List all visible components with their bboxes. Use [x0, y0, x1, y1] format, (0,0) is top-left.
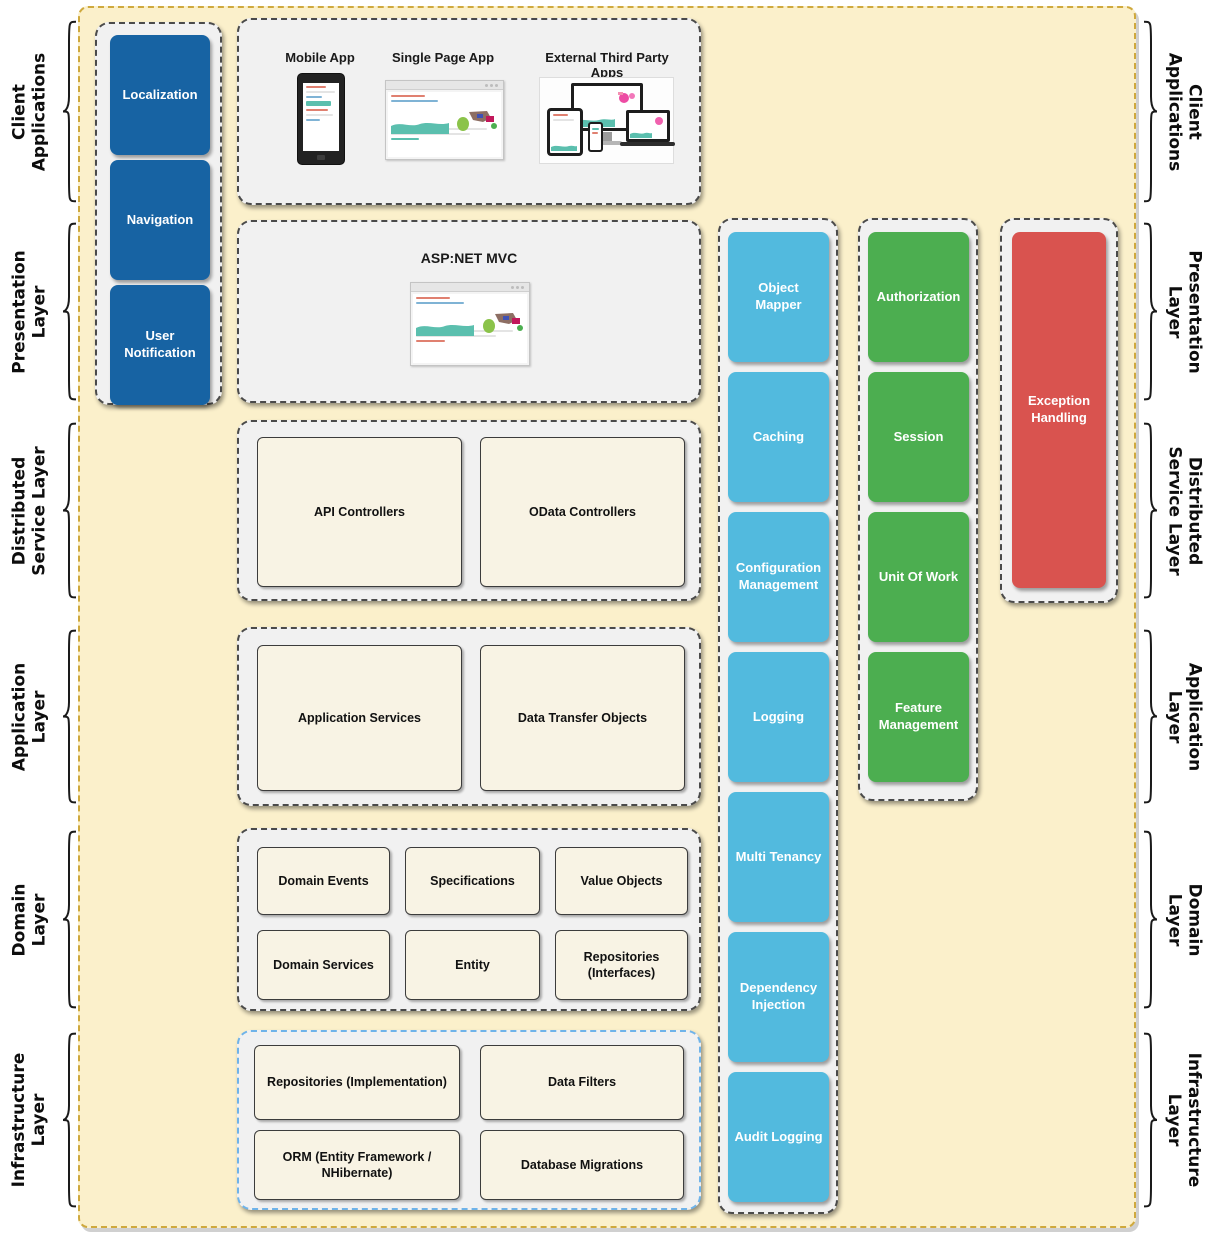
exception-handling-box: Exception Handling [1012, 232, 1106, 588]
layer-label-left-infrastructure: Infrastructure Layer [9, 1052, 49, 1188]
brace-right-4 [1140, 627, 1160, 806]
monitor-base [592, 141, 622, 145]
layer-label-left-presentation: Presentation Layer [9, 249, 49, 374]
user-notification-box: User Notification [110, 285, 210, 405]
dependency-injection-box: Dependency Injection [728, 932, 829, 1062]
brace-left-6 [60, 1030, 80, 1210]
brace-left-4 [60, 627, 80, 806]
session-box: Session [868, 372, 969, 502]
repositories-implementation-box: Repositories (Implementation) [254, 1045, 460, 1120]
browser-content [388, 92, 501, 157]
distributed-service-layer-panel: API Controllers OData Controllers [237, 420, 701, 601]
monitor-graphic [571, 83, 643, 131]
cross-cutting-column-3: Exception Handling [1000, 218, 1118, 603]
data-filters-box: Data Filters [480, 1045, 684, 1120]
single-page-app-label: Single Page App [391, 50, 495, 65]
brace-right-2 [1140, 220, 1160, 403]
mobile-app-image [297, 73, 345, 165]
domain-events-box: Domain Events [257, 847, 390, 915]
browser-toolbar [386, 81, 503, 90]
laptop-screen [626, 110, 670, 142]
domain-layer-panel: Domain Events Specifications Value Objec… [237, 828, 701, 1011]
application-layer-panel: Application Services Data Transfer Objec… [237, 627, 701, 806]
area-chart-graphic [391, 123, 449, 134]
brace-left-5 [60, 828, 80, 1011]
brace-right-3 [1140, 420, 1160, 601]
layer-label-right-infrastructure: Infrastructure Layer [1164, 1052, 1204, 1188]
world-map-graphic [457, 111, 497, 131]
brace-right-6 [1140, 1030, 1160, 1210]
layer-label-left-distributed-service: Distributed Service Layer [9, 445, 49, 576]
caching-box: Caching [728, 372, 829, 502]
brace-left-2 [60, 220, 80, 403]
phone-body [297, 73, 345, 165]
repositories-interfaces-box: Repositories (Interfaces) [555, 930, 688, 1000]
layer-label-right-distributed-service: Distributed Service Layer [1164, 445, 1204, 576]
brace-right-1 [1140, 18, 1160, 205]
phone-screen [303, 83, 339, 151]
laptop-base [620, 142, 675, 146]
monitor-stand [602, 132, 612, 141]
external-apps-label: External Third Party Apps [545, 50, 669, 80]
feature-management-box: Feature Management [868, 652, 969, 782]
entity-box: Entity [405, 930, 540, 1000]
configuration-management-box: Configuration Management [728, 512, 829, 642]
authorization-box: Authorization [868, 232, 969, 362]
layer-label-right-presentation: Presentation Layer [1164, 249, 1204, 374]
cross-cutting-column-2: Authorization Session Unit Of Work Featu… [858, 218, 978, 801]
browser-toolbar [411, 283, 529, 292]
localization-box: Localization [110, 35, 210, 155]
layer-label-left-domain: Domain Layer [9, 883, 49, 956]
layer-label-left-client-applications: Client Applications [9, 52, 49, 171]
multi-tenancy-box: Multi Tenancy [728, 792, 829, 922]
database-migrations-box: Database Migrations [480, 1130, 684, 1200]
specifications-box: Specifications [405, 847, 540, 915]
client-applications-panel: Mobile App Single Page App External Thir… [237, 18, 701, 205]
odata-controllers-box: OData Controllers [480, 437, 685, 587]
aspnet-mvc-image [410, 282, 530, 366]
layer-label-right-client-applications: Client Applications [1164, 52, 1204, 171]
phone-home-key [317, 155, 325, 160]
mobile-app-label: Mobile App [285, 50, 355, 65]
application-services-box: Application Services [257, 645, 462, 791]
single-page-app-image [385, 80, 504, 160]
aspnet-mvc-title: ASP:NET MVC [420, 250, 518, 266]
layer-label-right-domain: Domain Layer [1164, 883, 1204, 956]
area-chart-graphic [416, 325, 474, 336]
object-mapper-box: Object Mapper [728, 232, 829, 362]
world-map-graphic [483, 313, 523, 333]
api-controllers-box: API Controllers [257, 437, 462, 587]
value-objects-box: Value Objects [555, 847, 688, 915]
navigation-box: Navigation [110, 160, 210, 280]
infrastructure-layer-panel: Repositories (Implementation) Data Filte… [237, 1030, 701, 1210]
left-utilities-container: Localization Navigation User Notificatio… [95, 22, 222, 405]
domain-services-box: Domain Services [257, 930, 390, 1000]
unit-of-work-box: Unit Of Work [868, 512, 969, 642]
small-phone-graphic [588, 122, 603, 152]
external-apps-image [539, 77, 675, 164]
brace-left-1 [60, 18, 80, 205]
brace-left-3 [60, 420, 80, 601]
audit-logging-box: Audit Logging [728, 1072, 829, 1202]
brace-right-5 [1140, 828, 1160, 1011]
orm-box: ORM (Entity Framework / NHibernate) [254, 1130, 460, 1200]
presentation-layer-panel: ASP:NET MVC [237, 220, 701, 403]
layer-label-left-application: Application Layer [9, 662, 49, 771]
tablet-graphic [547, 108, 583, 156]
cross-cutting-column-1: Object Mapper Caching Configuration Mana… [718, 218, 838, 1214]
browser-content [413, 294, 527, 363]
layer-label-right-application: Application Layer [1164, 662, 1204, 771]
logging-box: Logging [728, 652, 829, 782]
data-transfer-objects-box: Data Transfer Objects [480, 645, 685, 791]
